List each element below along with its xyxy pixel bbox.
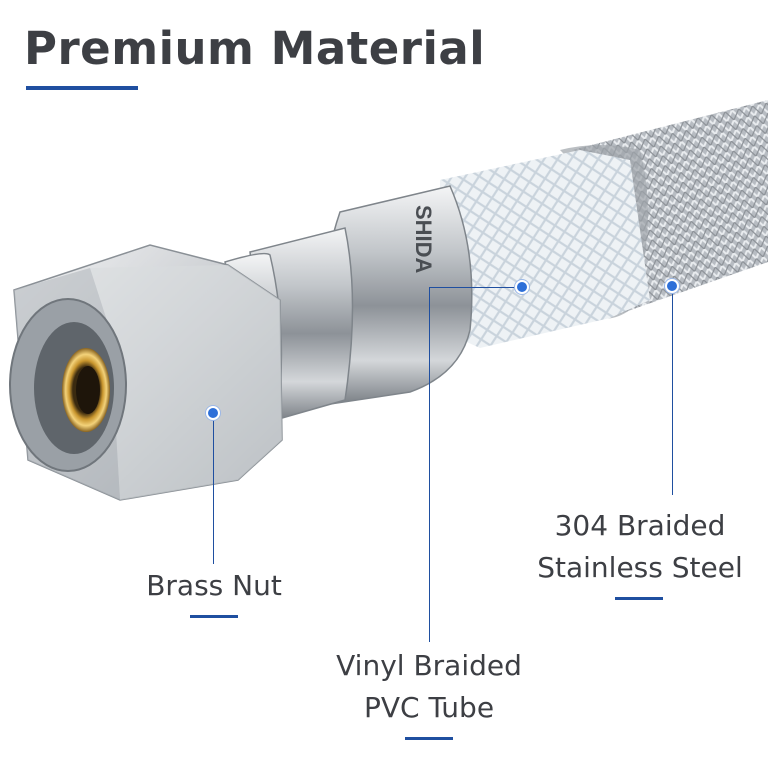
pvc-tube-leader: [429, 287, 430, 642]
pvc-tube-label: Vinyl Braided PVC Tube: [304, 645, 554, 729]
pvc-tube-underline: [405, 737, 453, 740]
pvc-tube-leader-horizontal: [429, 287, 519, 288]
steel-label: 304 Braided Stainless Steel: [520, 505, 760, 589]
page-title: Premium Material: [24, 22, 486, 75]
brass-nut-label: Brass Nut: [114, 565, 314, 607]
pvc-tube-marker: [515, 280, 529, 294]
pvc-tube-line1: Vinyl Braided: [336, 649, 522, 682]
title-underline: [26, 86, 138, 90]
steel-leader: [672, 292, 673, 495]
steel-marker: [665, 279, 679, 293]
brass-nut-leader: [213, 414, 214, 564]
pvc-tube-line2: PVC Tube: [363, 691, 495, 724]
brass-nut-underline: [190, 615, 238, 618]
brass-nut-text: Brass Nut: [146, 569, 282, 602]
pvc-tube: [440, 150, 650, 348]
steel-line2: Stainless Steel: [537, 551, 743, 584]
brass-nut-marker: [206, 406, 220, 420]
engraving-text: SHIDA: [411, 205, 436, 274]
steel-underline: [615, 597, 663, 600]
steel-line1: 304 Braided: [554, 509, 726, 542]
